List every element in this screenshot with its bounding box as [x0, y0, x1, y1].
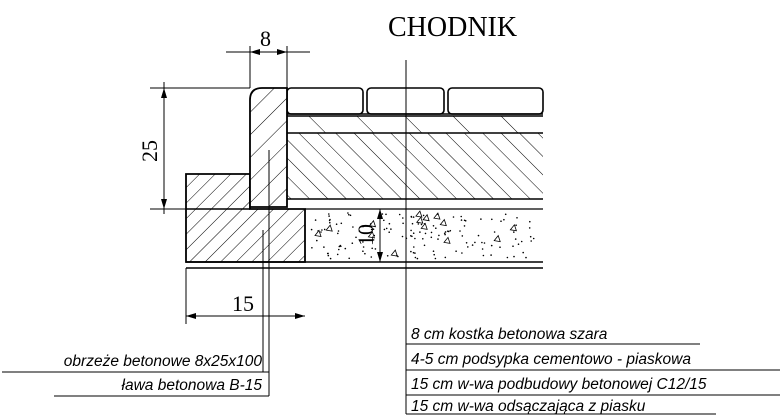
- dimension-bench-thickness: 10: [353, 209, 383, 262]
- label-concrete-base: 15 cm w-wa podbudowy betonowej C12/15: [411, 376, 707, 393]
- bedding-layer: [287, 115, 543, 134]
- label-bench: ława betonowa B-15: [122, 377, 263, 394]
- curb-width-label: 8: [260, 26, 271, 51]
- sand-texture: [310, 210, 535, 260]
- concrete-base-layer: [287, 133, 543, 200]
- label-bedding: 4-5 cm podsypka cementowo - piaskowa: [411, 351, 691, 368]
- dimension-curb-width: 8: [226, 26, 310, 88]
- label-drainage-sand: 15 cm w-wa odsączająca z piasku: [411, 398, 646, 415]
- leader-lines: [262, 60, 407, 414]
- curb-height-label: 25: [137, 140, 162, 162]
- bench-thickness-label: 10: [353, 224, 378, 246]
- label-curb: obrzeże betonowe 8x25x100: [64, 353, 263, 370]
- layer-labels-right: 8 cm kostka betonowa szara 4-5 cm podsyp…: [406, 326, 780, 415]
- dimension-curb-height: 25: [137, 82, 250, 214]
- dimension-bench-width: 15: [185, 268, 305, 324]
- label-paving-blocks: 8 cm kostka betonowa szara: [411, 326, 608, 343]
- concrete-curb: [249, 87, 288, 208]
- paving-blocks: [286, 87, 544, 115]
- drawing-title: CHODNIK: [388, 12, 517, 43]
- bench-width-label: 15: [232, 291, 254, 316]
- element-labels-left: obrzeże betonowe 8x25x100 ława betonowa …: [2, 353, 269, 397]
